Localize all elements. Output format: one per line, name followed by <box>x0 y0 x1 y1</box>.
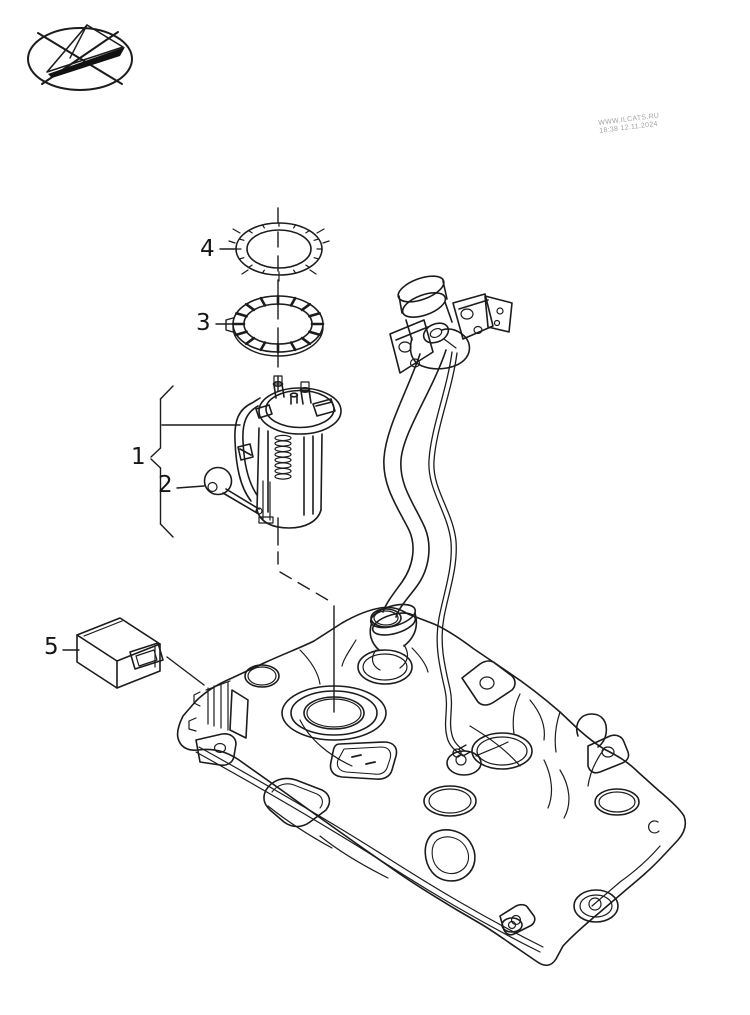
callout-label-1[interactable]: 1 <box>131 444 146 470</box>
callout-label-5[interactable]: 5 <box>44 634 59 660</box>
part2-sender-float <box>203 466 263 515</box>
vent-tube <box>428 351 471 758</box>
callout-label-4[interactable]: 4 <box>200 236 215 262</box>
filler-tube <box>357 349 471 758</box>
part5-control-module <box>76 617 164 689</box>
callout-label-2[interactable]: 2 <box>158 472 173 498</box>
assembly-centerline <box>277 207 335 713</box>
callout-leader-lines <box>62 248 241 686</box>
callout-label-3[interactable]: 3 <box>196 310 211 336</box>
brand-logo-icon <box>27 24 133 91</box>
part3-locking-ring <box>225 294 325 357</box>
pump-spring <box>274 434 292 480</box>
part1-fuel-delivery-unit <box>234 375 342 529</box>
fuel-tank <box>176 606 687 967</box>
part4-sealing-ring <box>228 222 330 282</box>
